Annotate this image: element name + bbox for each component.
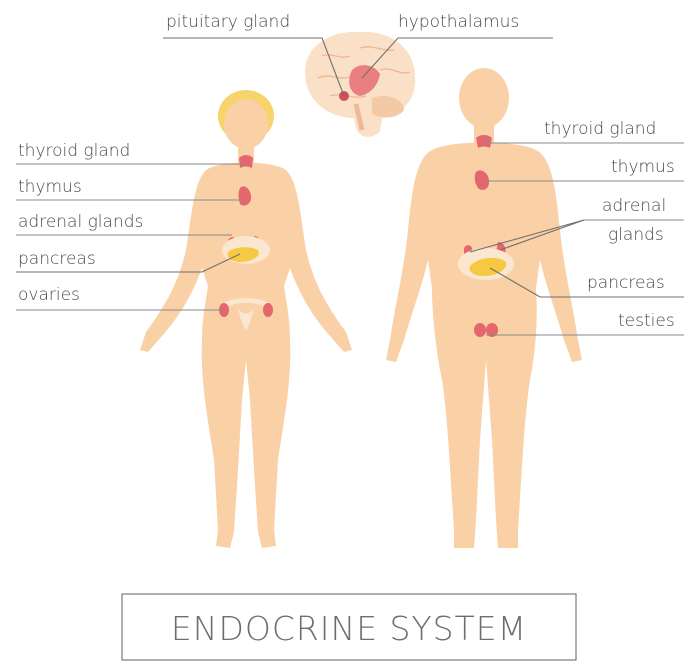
male-body [386, 68, 582, 548]
svg-text:glands: glands [608, 225, 664, 245]
svg-text:pancreas: pancreas [587, 273, 665, 293]
svg-text:hypothalamus: hypothalamus [398, 12, 519, 32]
svg-text:adrenal: adrenal [602, 196, 666, 216]
page-title: ENDOCRINE SYSTEM [171, 609, 527, 648]
svg-text:pancreas: pancreas [18, 249, 96, 269]
svg-text:thymus: thymus [611, 157, 675, 177]
label-female-thyroid: thyroid gland [16, 141, 246, 164]
svg-text:pituitary gland: pituitary gland [166, 12, 290, 32]
svg-text:thyroid gland: thyroid gland [544, 119, 656, 139]
brain-illustration [305, 32, 415, 137]
svg-text:thyroid gland: thyroid gland [18, 141, 130, 161]
label-male-thyroid: thyroid gland [484, 119, 684, 143]
svg-text:ovaries: ovaries [18, 285, 80, 305]
svg-text:testies: testies [618, 311, 675, 331]
svg-text:thymus: thymus [18, 177, 82, 197]
title-box: ENDOCRINE SYSTEM [122, 594, 576, 660]
svg-text:adrenal glands: adrenal glands [18, 212, 143, 232]
female-body [140, 90, 352, 548]
